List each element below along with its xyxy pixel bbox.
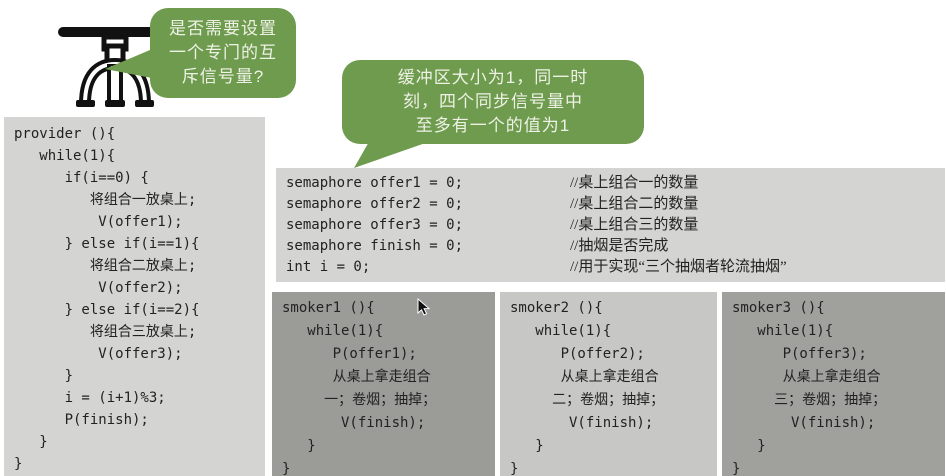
code-line: V(finish); xyxy=(732,415,876,431)
code-line: 三；卷烟；抽掉； xyxy=(732,392,887,408)
provider-code-block: provider (){ while(1){ if(i==0) { 将组合一放桌… xyxy=(4,117,265,476)
speech-bubble-mutex-question: 是否需要设置 一个专门的互 斥信号量? xyxy=(150,8,296,98)
code-line: i = (i+1)%3; xyxy=(14,390,166,406)
code-line: semaphore offer2 = 0; //桌上组合二的数量 xyxy=(286,194,945,215)
code-line: } xyxy=(282,438,316,454)
code-line: 将组合一放桌上; xyxy=(14,192,197,208)
code-text: semaphore offer3 = 0; xyxy=(286,217,464,233)
code-line: } xyxy=(732,461,741,476)
code-line: } xyxy=(282,461,291,476)
smoker1-code-block: smoker1 (){ while(1){ P(offer1); 从桌上拿走组合… xyxy=(272,292,495,476)
code-line: P(offer1); xyxy=(282,346,417,362)
code-line: 一；卷烟；抽掉； xyxy=(282,392,437,408)
cursor-icon xyxy=(417,298,430,316)
code-line: if(i==0) { xyxy=(14,170,149,186)
bubble-text-line: 刻，四个同步信号量中 xyxy=(403,92,583,111)
smoker3-code-block: smoker3 (){ while(1){ P(offer3); 从桌上拿走组合… xyxy=(722,292,945,476)
code-line: } else if(i==2){ xyxy=(14,302,200,318)
table-icon xyxy=(58,27,172,107)
code-line: P(offer2); xyxy=(510,346,645,362)
code-text: semaphore finish = 0; xyxy=(286,238,464,254)
code-line: while(1){ xyxy=(732,323,834,339)
code-line: semaphore offer1 = 0; //桌上组合一的数量 xyxy=(286,173,945,194)
code-line: 二；卷烟；抽掉； xyxy=(510,392,665,408)
comment-text: //桌上组合二的数量 xyxy=(570,196,699,212)
code-line: semaphore offer3 = 0; //桌上组合三的数量 xyxy=(286,215,945,236)
code-line: 从桌上拿走组合 xyxy=(510,369,659,385)
code-line: while(1){ xyxy=(14,148,116,164)
code-line: 从桌上拿走组合 xyxy=(732,369,881,385)
code-line: V(offer3); xyxy=(14,346,183,362)
code-line: smoker1 (){ xyxy=(282,300,375,316)
code-line: } xyxy=(14,456,23,472)
code-line: semaphore finish = 0; //抽烟是否完成 xyxy=(286,236,945,257)
code-line: 将组合二放桌上; xyxy=(14,258,197,274)
speech-bubble-buffer-note: 缓冲区大小为1，同一时 刻，四个同步信号量中 至多有一个的值为1 xyxy=(342,60,644,144)
code-line: 从桌上拿走组合 xyxy=(282,369,431,385)
code-line: } xyxy=(14,434,48,450)
speech-bubble-tail xyxy=(105,47,157,79)
bubble-text-line: 是否需要设置 xyxy=(169,19,277,38)
code-line: smoker3 (){ xyxy=(732,300,825,316)
code-line: } else if(i==1){ xyxy=(14,236,200,252)
code-line: P(offer3); xyxy=(732,346,867,362)
smoker2-code-block: smoker2 (){ while(1){ P(offer2); 从桌上拿走组合… xyxy=(500,292,717,476)
code-line: } xyxy=(732,438,766,454)
code-line: V(finish); xyxy=(282,415,426,431)
code-line: } xyxy=(510,438,544,454)
code-line: V(offer2); xyxy=(14,280,183,296)
code-line: V(offer1); xyxy=(14,214,183,230)
code-line: while(1){ xyxy=(282,323,384,339)
speech-bubble-tail xyxy=(354,140,434,168)
bubble-text-line: 斥信号量? xyxy=(181,67,265,86)
code-line: P(finish); xyxy=(14,412,149,428)
code-text: semaphore offer2 = 0; xyxy=(286,196,464,212)
comment-text: //桌上组合一的数量 xyxy=(570,175,699,191)
bubble-text-line: 缓冲区大小为1，同一时 xyxy=(397,68,589,87)
code-line: V(finish); xyxy=(510,415,654,431)
code-line: } xyxy=(14,368,74,384)
code-line: smoker2 (){ xyxy=(510,300,603,316)
code-line: provider (){ xyxy=(14,126,116,142)
code-line: 将组合三放桌上; xyxy=(14,324,197,340)
code-line: } xyxy=(510,461,519,476)
code-line: int i = 0; //用于实现“三个抽烟者轮流抽烟” xyxy=(286,257,945,278)
code-line: while(1){ xyxy=(510,323,612,339)
bubble-text-line: 一个专门的互 xyxy=(169,43,277,62)
bubble-text-line: 至多有一个的值为1 xyxy=(415,116,571,135)
code-text: semaphore offer1 = 0; xyxy=(286,175,464,191)
comment-text: //用于实现“三个抽烟者轮流抽烟” xyxy=(570,259,787,275)
comment-text: //桌上组合三的数量 xyxy=(570,217,699,233)
code-text: int i = 0; xyxy=(286,259,371,275)
comment-text: //抽烟是否完成 xyxy=(570,238,669,254)
